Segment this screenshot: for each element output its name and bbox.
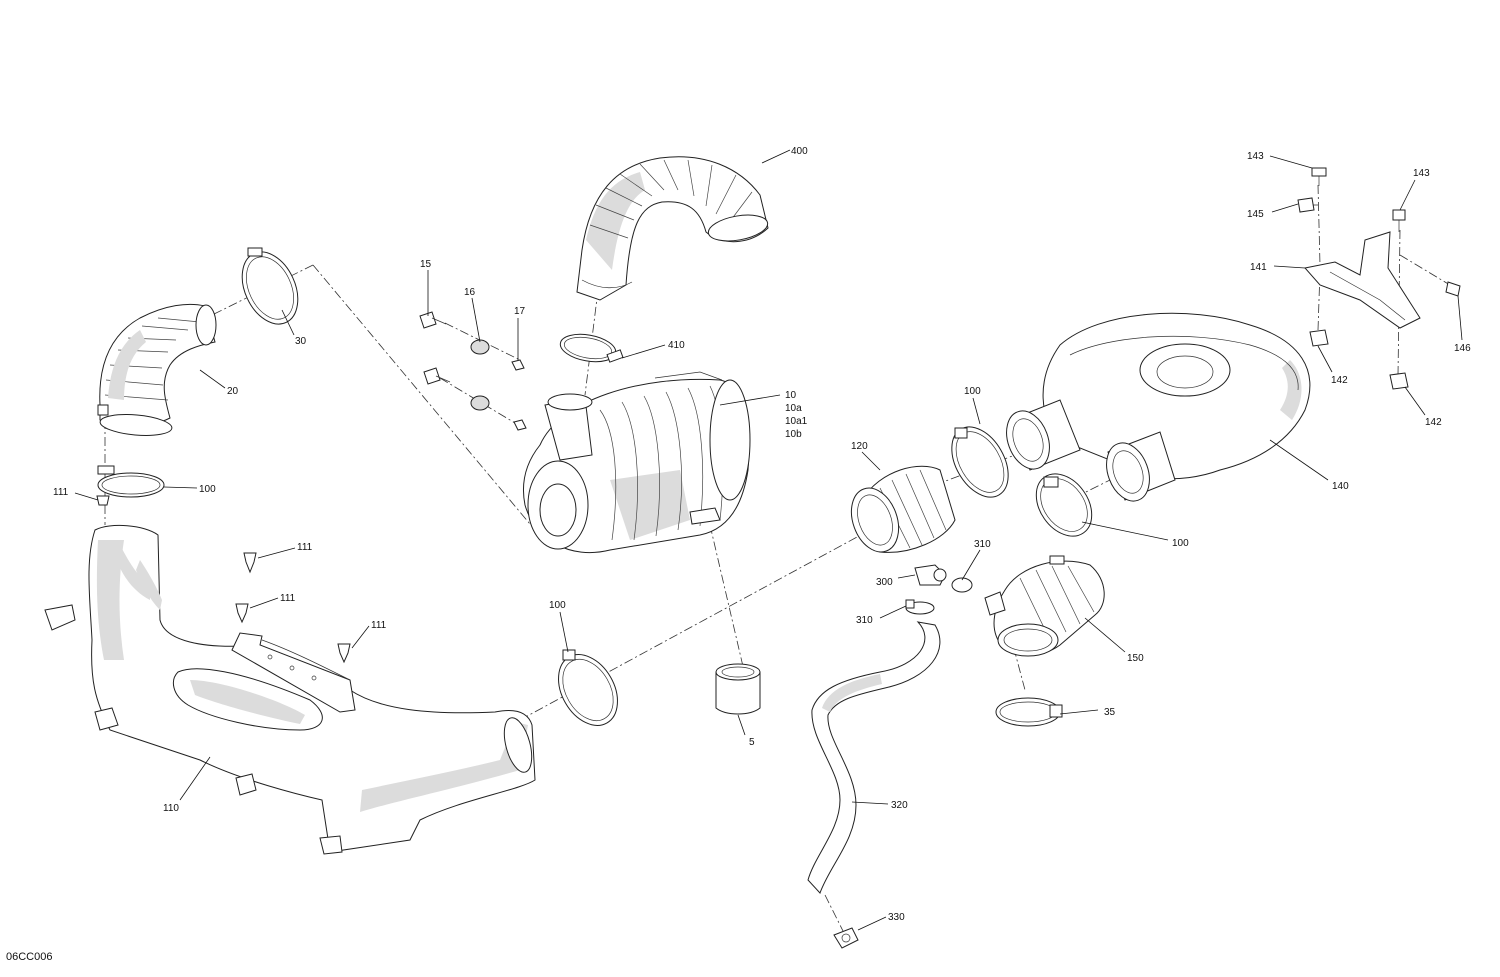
callout-142: 142 [1425, 417, 1442, 428]
callout-142: 142 [1331, 375, 1348, 386]
callout-100: 100 [549, 600, 566, 611]
callout-140: 140 [1332, 481, 1349, 492]
callout-100: 100 [964, 386, 981, 397]
callout-100: 100 [199, 484, 216, 495]
part-330-clip [833, 927, 859, 949]
part-150-coupling [984, 555, 1105, 657]
callout-100: 100 [1172, 538, 1189, 549]
callout-15: 15 [420, 259, 432, 270]
callout-labels: 400 15 16 17 410 10 10a 10a1 10b 30 20 1… [6, 146, 1471, 963]
callout-141: 141 [1250, 262, 1267, 273]
callout-10b: 10b [785, 429, 802, 440]
callout-330: 330 [888, 912, 905, 923]
callout-111: 111 [53, 487, 69, 498]
part-320-hose [807, 621, 941, 894]
callout-300: 300 [876, 577, 893, 588]
part-10-air-filter-housing [522, 371, 751, 554]
part-35-clamp [995, 697, 1063, 727]
part-300-310-fittings [905, 564, 973, 615]
part-20-elbow-hose [97, 303, 217, 436]
callout-20: 20 [227, 386, 239, 397]
part-120-coupling [850, 465, 956, 553]
part-5-sleeve [715, 663, 761, 715]
callout-310: 310 [974, 539, 991, 550]
part-100-clamp-center [558, 649, 618, 726]
part-30-clamp [241, 247, 299, 325]
callout-146: 146 [1454, 343, 1471, 354]
callout-143: 143 [1413, 168, 1430, 179]
leader-lines [74, 149, 1463, 931]
callout-35: 35 [1104, 707, 1116, 718]
part-400-intake-hose [576, 156, 769, 301]
callout-320: 320 [891, 800, 908, 811]
bracket-group-141-146 [1297, 167, 1461, 390]
callout-111: 111 [280, 593, 296, 604]
part-110-intake-duct [44, 525, 536, 855]
callout-5: 5 [749, 737, 755, 748]
callout-10: 10 [785, 390, 797, 401]
callout-120: 120 [851, 441, 868, 452]
callout-145: 145 [1247, 209, 1264, 220]
part-410-clamp [559, 333, 624, 363]
part-111-rivets [96, 495, 351, 664]
callout-30: 30 [295, 336, 307, 347]
callout-143: 143 [1247, 151, 1264, 162]
callout-10a: 10a [785, 403, 802, 414]
assembly-axis-lines [104, 184, 1451, 936]
callout-150: 150 [1127, 653, 1144, 664]
part-100-clamp-right-a [951, 426, 1009, 498]
callout-16: 16 [464, 287, 476, 298]
callout-10a1: 10a1 [785, 416, 808, 427]
callout-400: 400 [791, 146, 808, 157]
fasteners-15-16-17 [419, 311, 527, 431]
callout-410: 410 [668, 340, 685, 351]
part-100-clamp-right-b [1035, 473, 1093, 537]
callout-110: 110 [163, 803, 179, 814]
callout-111: 111 [297, 542, 313, 553]
callout-310: 310 [856, 615, 873, 626]
drawing-code: 06CC006 [6, 951, 52, 963]
callout-17: 17 [514, 306, 526, 317]
part-100-clamp-left [97, 465, 165, 498]
part-140-plenum [1006, 312, 1311, 502]
callout-111: 111 [371, 620, 387, 631]
